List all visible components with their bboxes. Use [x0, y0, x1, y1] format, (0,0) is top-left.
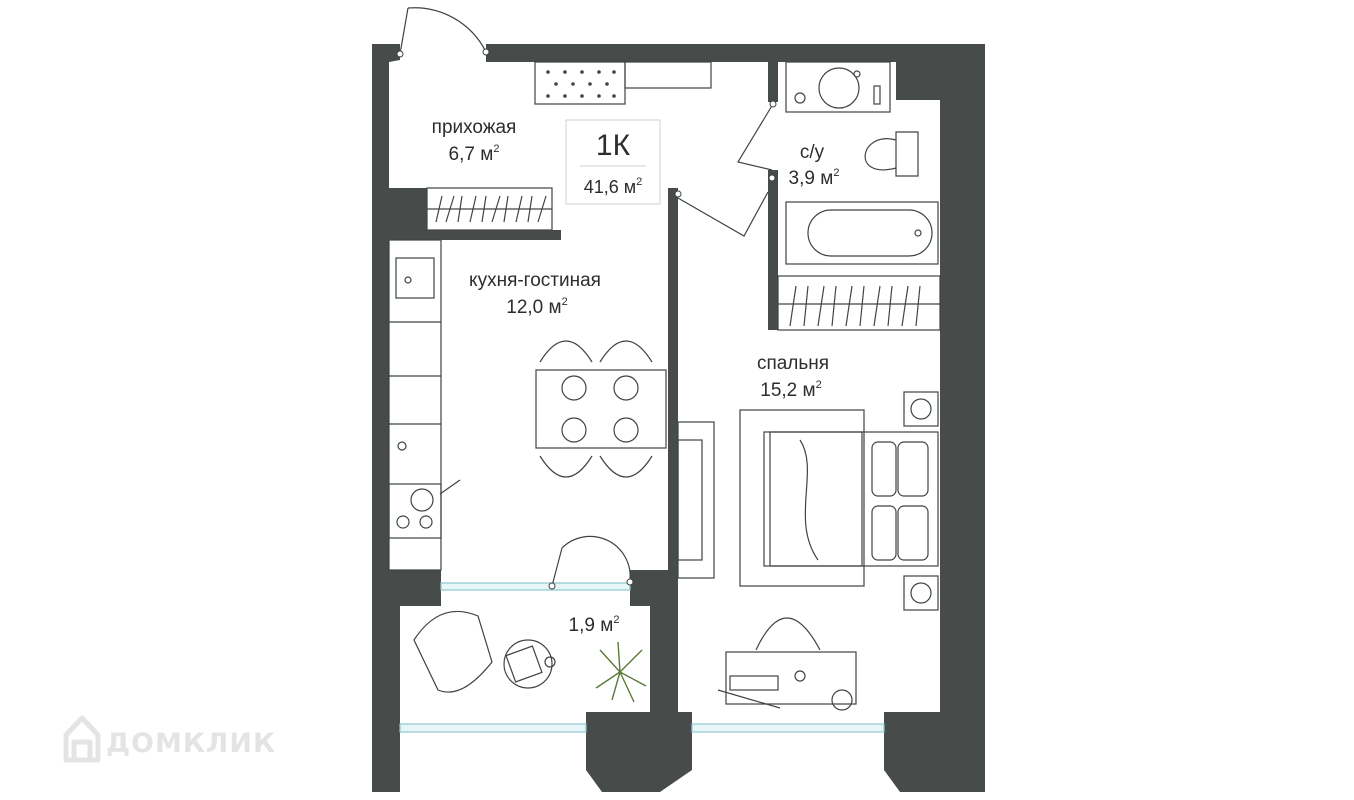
bed — [763, 431, 939, 567]
bedroom-wardrobe-hangers — [778, 285, 940, 327]
wall-right — [938, 44, 985, 792]
sink-bowl — [818, 67, 860, 109]
bedroom-name: спальня — [757, 353, 829, 374]
hallway-furniture — [426, 61, 712, 231]
wall-left-upper — [372, 44, 400, 572]
dining-chairs — [539, 340, 653, 478]
pillar-bottom-center — [586, 712, 692, 792]
kitchen-furniture — [388, 239, 715, 579]
armchair — [413, 610, 493, 693]
kitchen-counter — [388, 239, 442, 571]
watermark-text: ДОМКЛИК — [106, 728, 276, 759]
balcony-door — [551, 535, 631, 587]
shoe-rack-pattern — [546, 70, 616, 98]
window-balcony-outer — [399, 723, 587, 733]
bathroom-area: 3,9 м2 — [789, 167, 840, 189]
desk — [725, 651, 857, 705]
dining-table — [535, 369, 667, 449]
wall-bath-left — [768, 62, 778, 102]
hallway-name: прихожая — [432, 117, 517, 138]
hall-wardrobe-hangers — [427, 195, 552, 223]
nightstand-top — [903, 391, 939, 427]
bedroom-furniture — [717, 391, 939, 711]
apartment-total-area: 41,6 м2 — [584, 176, 643, 197]
window-bedroom — [691, 723, 885, 733]
apartment-badge-frame — [565, 119, 661, 205]
wall-top — [486, 44, 985, 62]
blanket — [769, 431, 863, 567]
bedroom-door — [677, 191, 769, 237]
wall-partition-center — [668, 188, 678, 580]
balcony-area: 1,9 м2 — [569, 614, 620, 636]
bathtub-inner — [807, 209, 933, 257]
bedroom-wardrobe — [777, 275, 941, 331]
toilet — [864, 131, 919, 177]
stove — [388, 483, 442, 539]
plant-icon — [595, 641, 647, 703]
bedroom-rug — [739, 409, 865, 587]
bathroom-door — [737, 103, 774, 171]
kitchen-sink — [395, 257, 435, 299]
bathroom-furniture — [777, 61, 941, 331]
walls — [372, 44, 985, 792]
wall-balcony-left — [389, 570, 441, 606]
shaft-top-right — [896, 62, 940, 100]
sink-counter — [785, 61, 891, 113]
wall-hall-bottom — [389, 230, 561, 240]
kitchen-living-name: кухня-гостиная — [469, 270, 601, 291]
bedroom-area: 15,2 м2 — [760, 379, 821, 401]
kitchen-living-area: 12,0 м2 — [506, 296, 567, 318]
shaft-left — [389, 188, 427, 232]
hallway-area: 6,7 м2 — [449, 143, 500, 165]
wall-balcony-right — [630, 570, 678, 712]
entrance-door — [399, 7, 487, 55]
apartment-badge: 1К 41,6 м2 — [565, 119, 661, 205]
pillar-bottom-right — [884, 712, 940, 792]
bathroom-name: с/у — [800, 142, 825, 163]
hall-shelf — [624, 61, 712, 89]
wall-bath-left2 — [768, 170, 778, 330]
desk-chair — [755, 617, 821, 651]
balcony-furniture — [413, 610, 647, 703]
window-balcony-inner — [440, 582, 631, 591]
doors — [396, 7, 777, 590]
room-labels: прихожая 6,7 м2 с/у 3,9 м2 кухня-гостина… — [432, 117, 840, 636]
bathtub — [785, 201, 939, 265]
side-table — [503, 639, 553, 689]
nightstand-bottom — [903, 575, 939, 611]
wall-left-lower — [372, 572, 400, 792]
windows — [399, 582, 885, 733]
apartment-type: 1К — [596, 129, 631, 162]
sofa — [677, 421, 715, 579]
pillows — [871, 441, 929, 561]
house-logo-icon — [63, 715, 101, 763]
watermark: ДОМКЛИК — [63, 715, 276, 763]
